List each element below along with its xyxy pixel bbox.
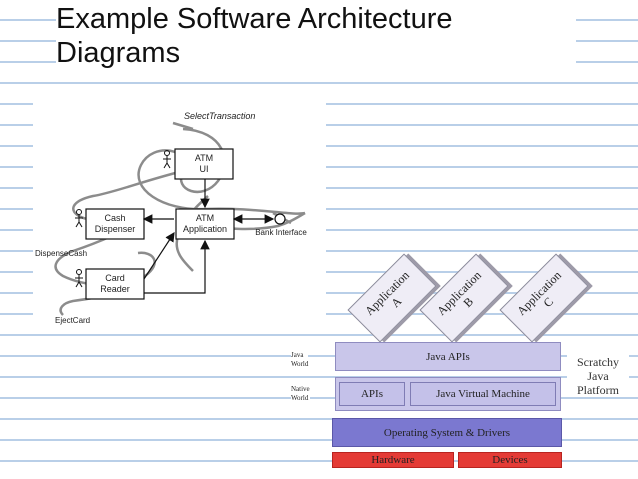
- card-reader-label-2: Reader: [100, 284, 130, 294]
- atm-ui-label-1: ATM: [195, 153, 213, 163]
- atm-ui-label-2: UI: [200, 164, 209, 174]
- card-reader-box: Card Reader: [85, 268, 145, 300]
- scratchy-line-3: Platform: [577, 383, 619, 397]
- native-world-label: Native World: [291, 385, 310, 403]
- slide-title: Example Software Architecture Diagrams: [56, 2, 576, 70]
- java-world-line-2: World: [291, 360, 309, 368]
- bank-interface-node: [274, 213, 286, 225]
- actor-icon: [75, 209, 83, 228]
- cash-dispenser-label-2: Dispenser: [95, 224, 136, 234]
- title-line-1: Example Software Architecture: [56, 3, 453, 35]
- bank-interface-label: Bank Interface: [255, 228, 307, 237]
- java-apis-label: Java APIs: [426, 350, 470, 363]
- card-reader-label-1: Card: [105, 273, 125, 283]
- java-world-label: Java World: [291, 351, 309, 369]
- java-world-line-1: Java: [291, 351, 304, 359]
- scratchy-line-2: Java: [587, 369, 609, 383]
- atm-app-label-2: Application: [183, 224, 227, 234]
- application-b-card: Application B: [419, 253, 509, 343]
- atm-architecture-diagram: ATM UI ATM Application Cash Dispenser Ca…: [33, 101, 326, 333]
- jvm-label: Java Virtual Machine: [436, 388, 530, 400]
- scratchy-line-1: Scratchy: [577, 355, 619, 369]
- hardware-box: Hardware: [332, 452, 454, 468]
- java-apis-layer: Java APIs: [335, 342, 561, 371]
- title-line-2: Diagrams: [56, 37, 181, 69]
- java-platform-diagram: Application A Application B Application …: [280, 253, 638, 479]
- application-a-card: Application A: [347, 253, 437, 343]
- atm-application-box: ATM Application: [175, 208, 235, 240]
- eject-card-label: EjectCard: [55, 316, 90, 325]
- dispense-cash-label: DispenseCash: [35, 249, 87, 258]
- apis-label: APIs: [360, 388, 383, 400]
- scratchy-java-platform-label: Scratchy Java Platform: [567, 355, 629, 397]
- actor-icon: [75, 269, 83, 288]
- atm-connectors: [142, 179, 275, 294]
- os-drivers-label: Operating System & Drivers: [383, 426, 511, 439]
- atm-app-label-1: ATM: [196, 213, 214, 223]
- hardware-label: Hardware: [371, 454, 415, 466]
- native-world-line-1: Native: [291, 385, 310, 393]
- native-world-line-2: World: [291, 394, 309, 402]
- jvm-box: Java Virtual Machine: [410, 382, 556, 406]
- atm-ui-box: ATM UI: [174, 148, 234, 180]
- actor-icon: [163, 150, 171, 169]
- apis-box: APIs: [339, 382, 405, 406]
- cash-dispenser-box: Cash Dispenser: [85, 208, 145, 240]
- devices-box: Devices: [458, 452, 562, 468]
- atm-diagram-svg: ATM UI ATM Application Cash Dispenser Ca…: [35, 111, 307, 325]
- cash-dispenser-label-1: Cash: [104, 213, 125, 223]
- select-transaction-label: SelectTransaction: [184, 111, 255, 121]
- devices-label: Devices: [492, 454, 528, 466]
- os-drivers-layer: Operating System & Drivers: [332, 418, 562, 447]
- application-c-card: Application C: [499, 253, 589, 343]
